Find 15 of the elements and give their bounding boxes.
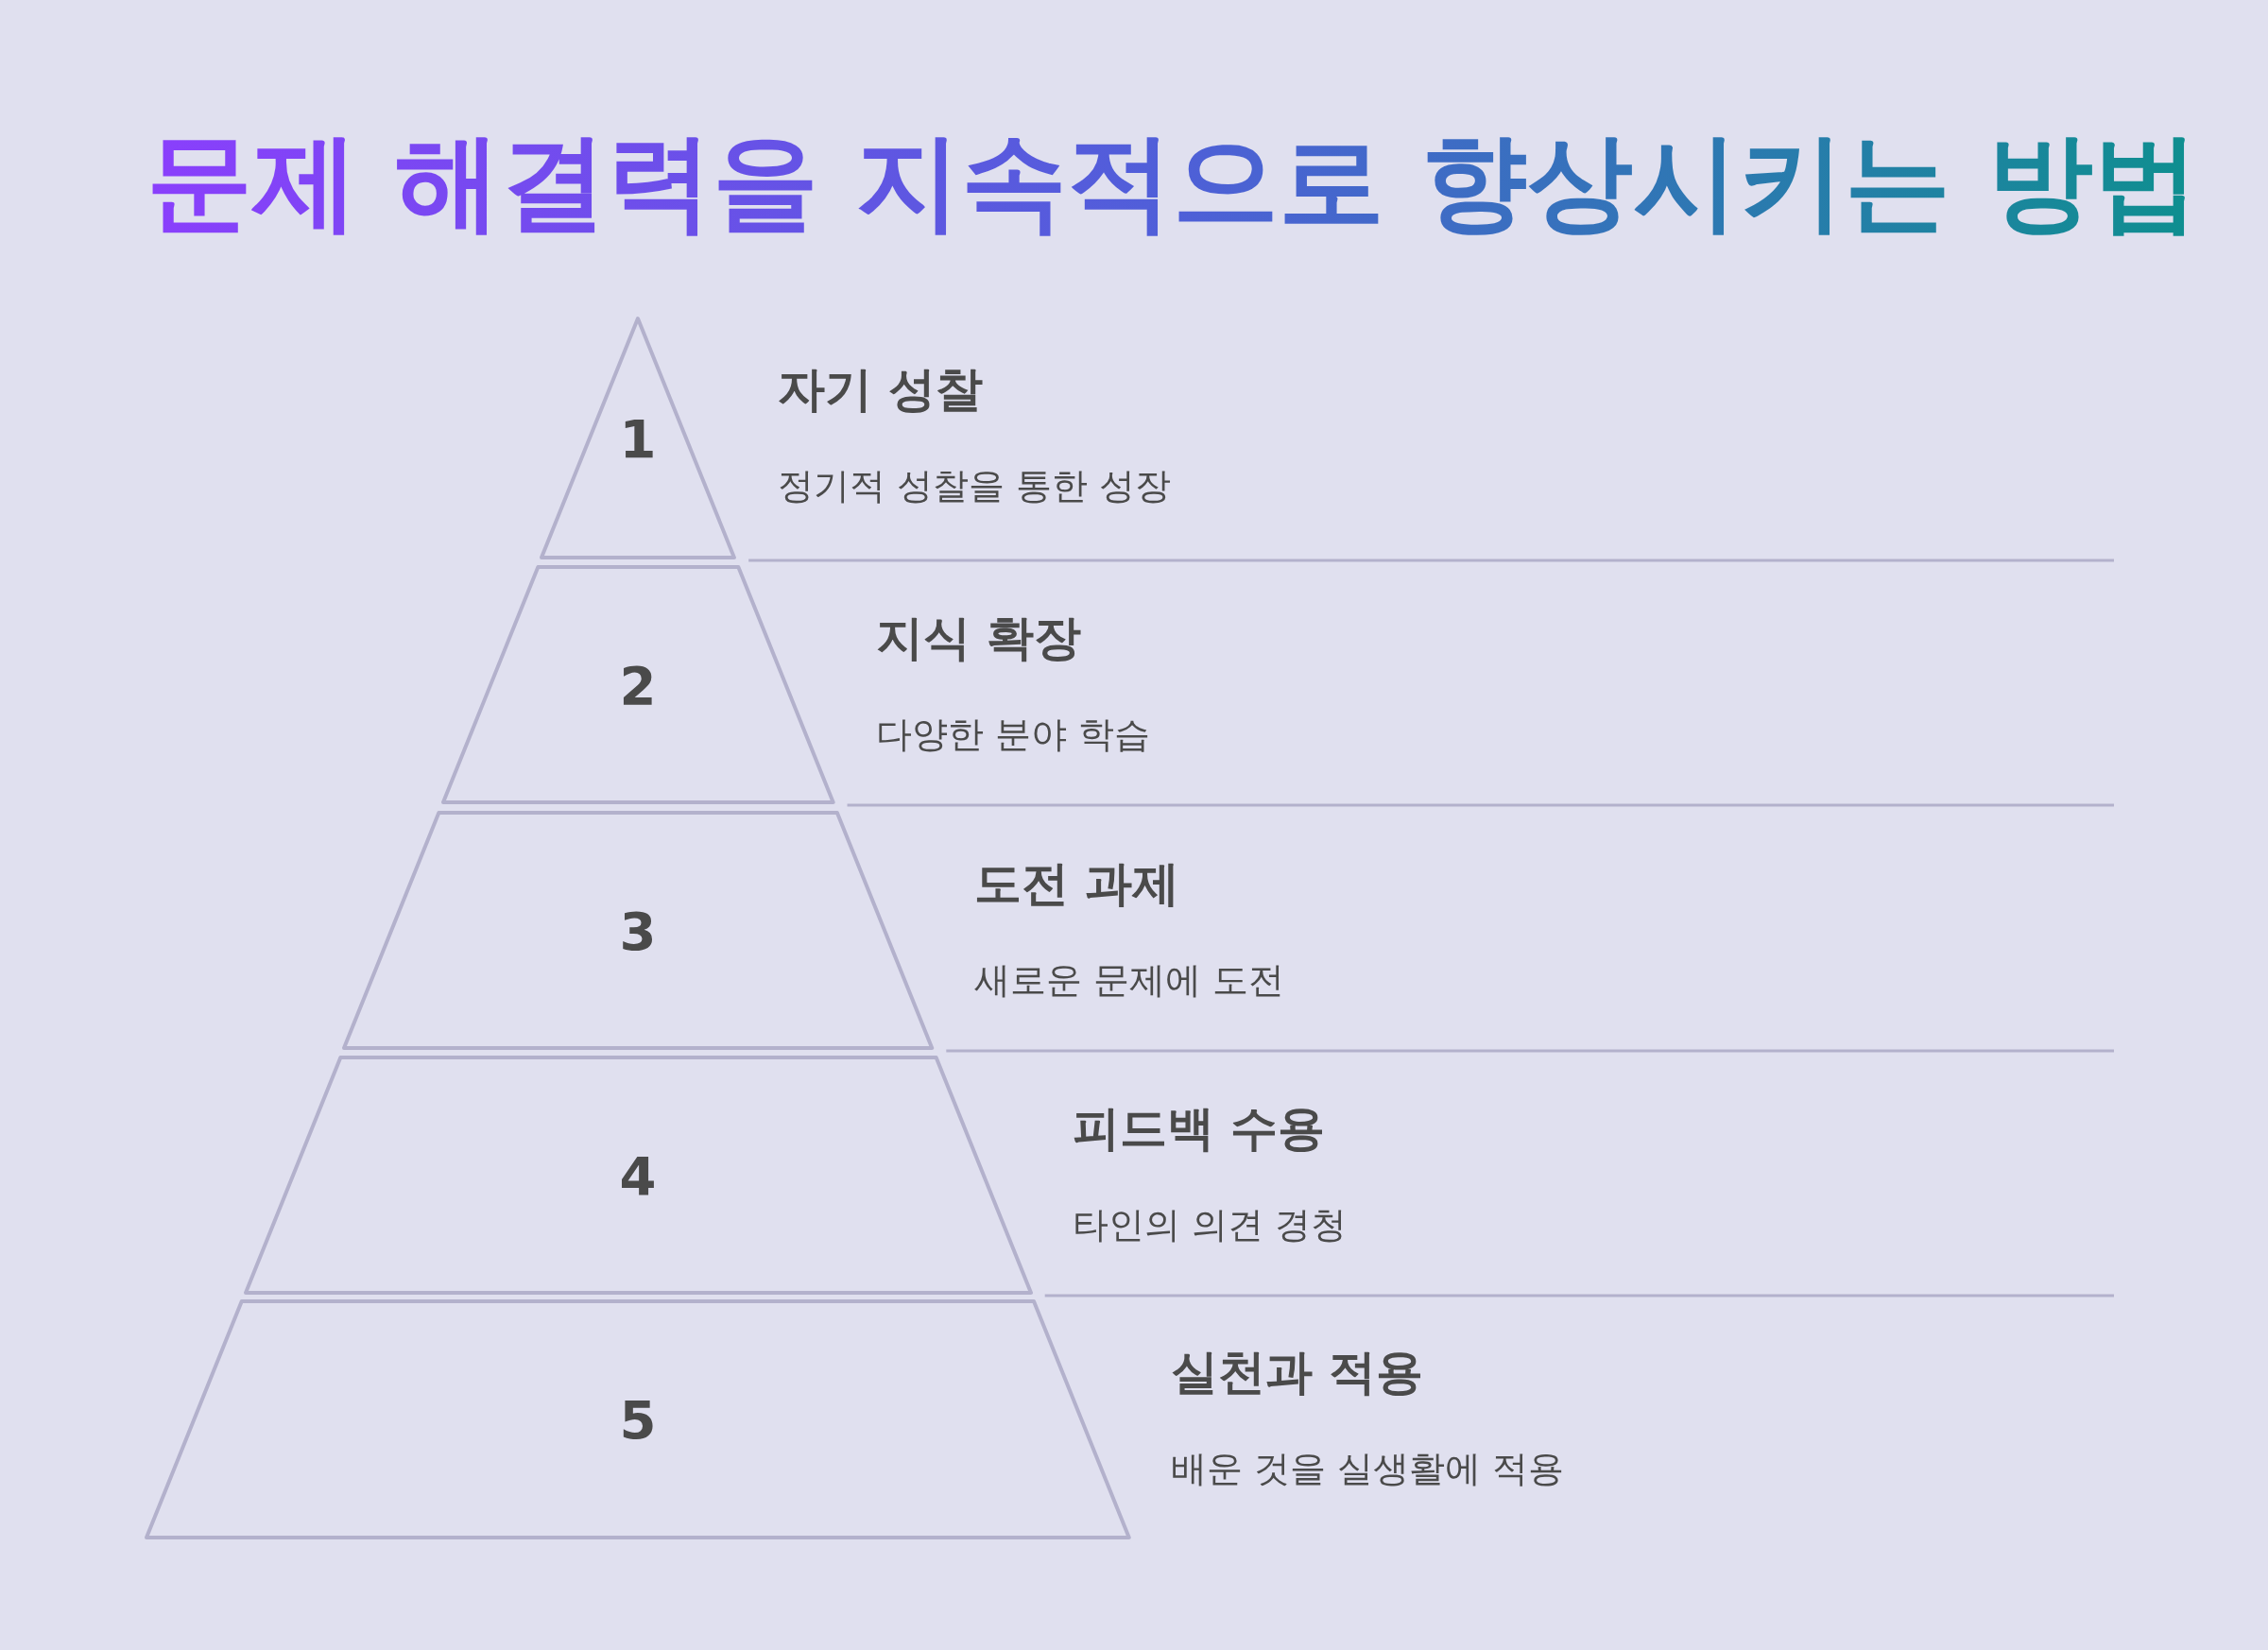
level-description: 새로운 문제에 도전 bbox=[974, 958, 1285, 1003]
level-number: 3 bbox=[619, 900, 657, 961]
level-number: 5 bbox=[619, 1388, 657, 1451]
level-heading: 도전 과제 bbox=[974, 855, 1180, 913]
level-description: 다양한 분야 학습 bbox=[876, 713, 1151, 757]
level-description: 배운 것을 실생활에 적용 bbox=[1171, 1447, 1565, 1491]
level-number: 1 bbox=[619, 407, 657, 469]
level-heading: 실천과 적용 bbox=[1171, 1344, 1424, 1401]
level-heading: 피드백 수용 bbox=[1073, 1100, 1326, 1158]
level-number: 2 bbox=[619, 654, 657, 715]
level-description: 타인의 의견 경청 bbox=[1073, 1203, 1348, 1247]
level-description: 정기적 성찰을 통한 성장 bbox=[778, 464, 1172, 508]
level-heading: 자기 성찰 bbox=[778, 361, 984, 419]
level-heading: 지식 확장 bbox=[876, 610, 1082, 667]
level-number: 4 bbox=[619, 1144, 657, 1206]
